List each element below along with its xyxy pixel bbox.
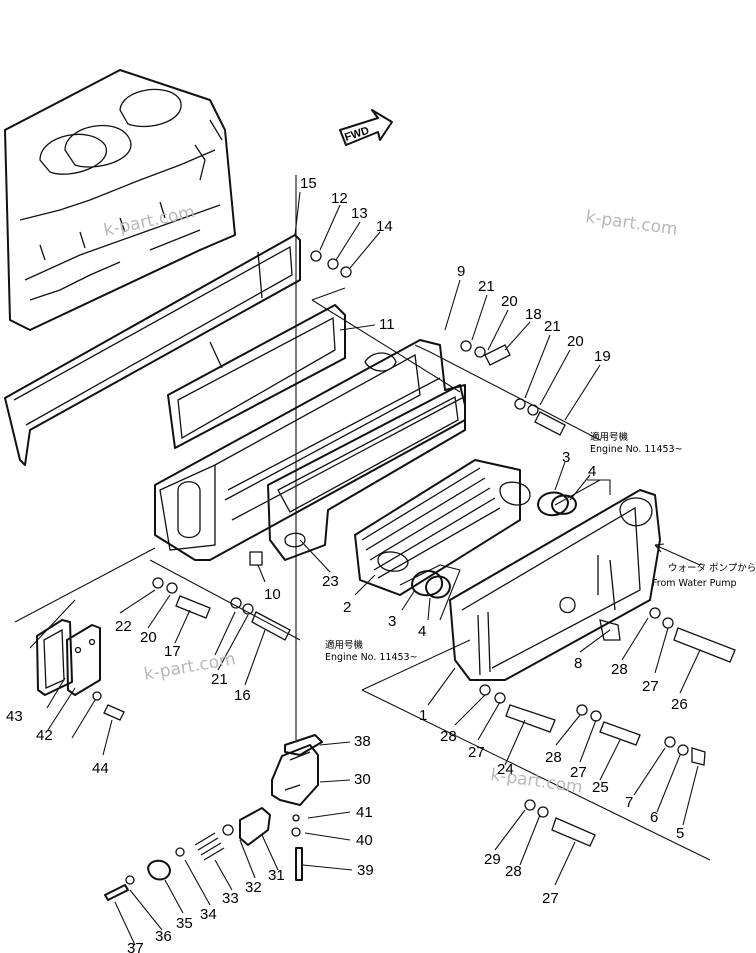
bolt-35 bbox=[104, 884, 129, 901]
callout: 29 bbox=[484, 851, 501, 868]
watermark-1: k-part.com bbox=[102, 202, 197, 241]
callout: 28 bbox=[545, 749, 562, 766]
callout: 7 bbox=[625, 794, 633, 811]
callout: 18 bbox=[525, 306, 542, 323]
watermark-2: k-part.com bbox=[584, 207, 678, 240]
callout: 28 bbox=[611, 661, 628, 678]
callout: 27 bbox=[542, 890, 559, 907]
callout: 22 bbox=[115, 618, 132, 635]
callout: 4 bbox=[418, 623, 426, 640]
callout: 44 bbox=[92, 760, 109, 777]
callout: 14 bbox=[376, 218, 393, 235]
callout: 20 bbox=[140, 629, 157, 646]
callout: 24 bbox=[497, 761, 514, 778]
callout: 21 bbox=[478, 278, 495, 295]
callout: 1 bbox=[419, 707, 427, 724]
callout: 3 bbox=[388, 613, 396, 630]
note-water-pump-jp: ウォータ ポンプから bbox=[668, 563, 756, 574]
callout: 43 bbox=[6, 708, 23, 725]
callout: 11 bbox=[379, 316, 395, 333]
grouping-lines bbox=[14, 175, 711, 861]
bolt-38 bbox=[295, 847, 303, 881]
callout: 33 bbox=[222, 890, 239, 907]
callout: 15 bbox=[300, 175, 317, 192]
callout: 27 bbox=[468, 744, 485, 761]
fwd-arrow: FWD bbox=[339, 109, 393, 146]
callout: 39 bbox=[357, 862, 374, 879]
spring-32 bbox=[194, 832, 225, 861]
cooler-element-2 bbox=[354, 459, 531, 596]
callout: 23 bbox=[322, 573, 339, 590]
callout: 38 bbox=[354, 733, 371, 750]
callout: 36 bbox=[155, 928, 172, 945]
callout: 21 bbox=[211, 671, 228, 688]
callout: 16 bbox=[234, 687, 251, 704]
cooler-cover-1 bbox=[449, 489, 661, 681]
callout: 12 bbox=[331, 190, 348, 207]
plate-41 bbox=[66, 624, 101, 696]
callout: 17 bbox=[164, 643, 181, 660]
gasket-3-4-upper bbox=[537, 491, 577, 517]
callout: 26 bbox=[671, 696, 688, 713]
callout: 5 bbox=[676, 825, 684, 842]
note-engine-jp-right: 適用号機 bbox=[590, 431, 629, 443]
callout: 20 bbox=[501, 293, 518, 310]
callout: 9 bbox=[457, 263, 465, 280]
note-engine-jp-left: 適用号機 bbox=[325, 639, 364, 651]
callout: 40 bbox=[356, 832, 373, 849]
callout: 27 bbox=[570, 764, 587, 781]
callout: 41 bbox=[356, 804, 373, 821]
oil-cooler-case bbox=[154, 339, 466, 561]
callout: 13 bbox=[351, 205, 368, 222]
callout: 19 bbox=[594, 348, 611, 365]
callout: 3 bbox=[562, 449, 570, 466]
callout: 2 bbox=[343, 599, 351, 616]
callout: 28 bbox=[440, 728, 457, 745]
valve-30 bbox=[239, 807, 271, 846]
note-engine-no-right: Engine No. 11453~ bbox=[590, 444, 683, 455]
callout: 20 bbox=[567, 333, 584, 350]
note-water-pump-en: From Water Pump bbox=[652, 578, 737, 589]
gasket-3-4-lower bbox=[411, 570, 451, 599]
callout: 35 bbox=[176, 915, 193, 932]
callout: 32 bbox=[245, 879, 262, 896]
callout: 27 bbox=[642, 678, 659, 695]
callout: 6 bbox=[650, 809, 658, 826]
engine-block bbox=[4, 69, 236, 331]
callout: 34 bbox=[200, 906, 217, 923]
callout: 21 bbox=[544, 318, 561, 335]
gasket-22 bbox=[267, 384, 466, 561]
water-flow-arrow bbox=[654, 543, 701, 566]
callout: 37 bbox=[127, 940, 144, 953]
gasket-37 bbox=[284, 734, 323, 756]
note-engine-no-left: Engine No. 11453~ bbox=[325, 652, 418, 663]
callout: 8 bbox=[574, 655, 582, 672]
callout: 30 bbox=[354, 771, 371, 788]
cap-33 bbox=[147, 859, 171, 881]
leader-lines bbox=[46, 191, 701, 946]
callout: 25 bbox=[592, 779, 609, 796]
callout: 10 bbox=[264, 586, 281, 603]
callout: 28 bbox=[505, 863, 522, 880]
callout: 4 bbox=[588, 463, 596, 480]
callout: 42 bbox=[36, 727, 53, 744]
gasket-11 bbox=[167, 304, 346, 449]
callouts: 1 2 3 3 4 4 5 6 7 8 9 10 11 12 13 14 15 … bbox=[6, 175, 688, 953]
callout: 31 bbox=[268, 867, 285, 884]
